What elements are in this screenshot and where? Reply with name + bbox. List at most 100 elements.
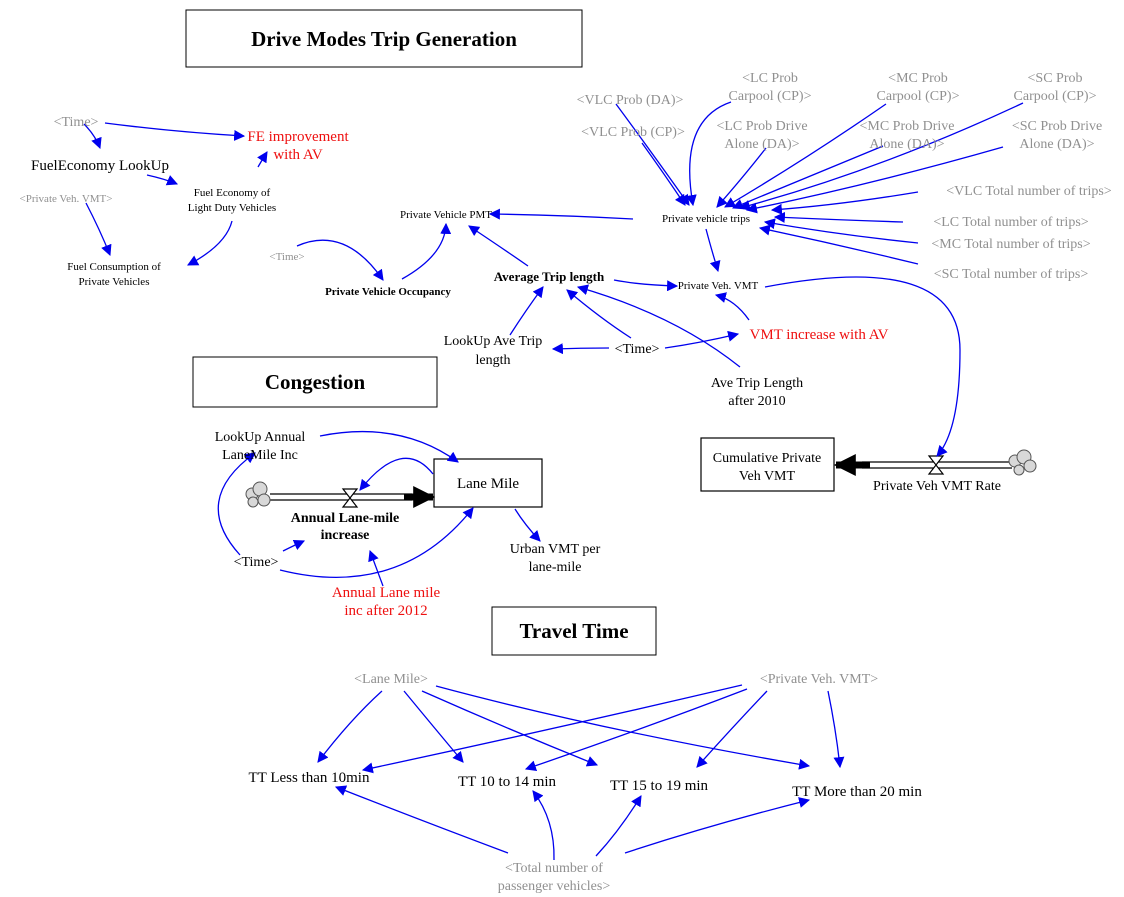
var-private-veh-vmt-rate[interactable]: Private Veh VMT Rate	[873, 479, 1001, 494]
lane-mile-stock[interactable]	[433, 458, 543, 508]
var-vlc-total-trips[interactable]: <VLC Total number of trips>	[946, 184, 1112, 199]
link-arrow	[551, 343, 610, 355]
link-arrow	[83, 123, 102, 150]
section-title-congestion: Congestion	[265, 370, 366, 394]
var-lane-mile-shadow[interactable]: <Lane Mile>	[354, 672, 428, 687]
var-lc-total-trips[interactable]: <LC Total number of trips>	[933, 215, 1088, 230]
cumulative-vmt-label-line1[interactable]: Cumulative Private	[713, 451, 821, 466]
var-sc-prob-cp-line1[interactable]: <SC Prob	[1028, 71, 1083, 86]
link-arrow	[514, 508, 541, 542]
cumulative-private-veh-vmt-stock[interactable]	[700, 437, 835, 492]
link-arrow	[613, 279, 679, 292]
link-arrow	[664, 330, 740, 349]
link-arrow	[296, 239, 384, 281]
lane-mile-label[interactable]: Lane Mile	[457, 476, 519, 492]
link-arrow	[401, 222, 452, 280]
var-annual-lane-mile-2012-line2[interactable]: inc after 2012	[344, 603, 427, 619]
link-arrow	[696, 690, 768, 768]
var-fuel-economy-ldv-line1[interactable]: Fuel Economy of	[194, 187, 271, 199]
link-arrow	[716, 147, 767, 208]
var-time-shadow[interactable]: <Time>	[54, 115, 99, 130]
var-private-vehicle-pmt[interactable]: Private Vehicle PMT	[400, 209, 492, 221]
link-arrow	[257, 151, 268, 168]
var-annual-lane-mile-2012-line1[interactable]: Annual Lane mile	[332, 585, 441, 601]
var-vlc-prob-cp[interactable]: <VLC Prob (CP)>	[581, 125, 685, 140]
var-sc-total-trips[interactable]: <SC Total number of trips>	[934, 267, 1089, 282]
var-tt-15-19[interactable]: TT 15 to 19 min	[610, 778, 709, 794]
var-tt-10-14[interactable]: TT 10 to 14 min	[458, 774, 557, 790]
link-arrow	[770, 191, 919, 215]
var-private-veh-vmt[interactable]: Private Veh. VMT	[678, 280, 759, 292]
var-annual-lane-mile-increase-line1[interactable]: Annual Lane-mile	[291, 511, 400, 526]
var-mc-prob-cp-line2[interactable]: Carpool (CP)>	[877, 89, 960, 104]
var-fe-improvement-line1[interactable]: FE improvement	[247, 129, 349, 145]
var-private-vehicle-trips[interactable]: Private vehicle trips	[662, 213, 750, 225]
link-arrow	[282, 539, 306, 552]
var-average-trip-length[interactable]: Average Trip length	[494, 269, 605, 284]
var-fuel-economy-lookup[interactable]: FuelEconomy LookUp	[31, 158, 169, 174]
var-urban-vmt-line1[interactable]: Urban VMT per	[510, 542, 601, 557]
link-arrow	[368, 549, 384, 587]
private-veh-vmt-valve-icon	[927, 455, 945, 475]
var-ave-trip-length-2010-line1[interactable]: Ave Trip Length	[711, 376, 803, 391]
var-private-vehicle-occupancy[interactable]: Private Vehicle Occupancy	[325, 286, 451, 298]
var-fuel-economy-ldv-line2[interactable]: Light Duty Vehicles	[188, 202, 276, 214]
link-arrow	[641, 142, 686, 206]
var-time-congestion[interactable]: <Time>	[234, 555, 279, 570]
var-private-veh-vmt-shadow-right[interactable]: <Private Veh. VMT>	[760, 672, 878, 687]
var-lc-prob-cp-line1[interactable]: <LC Prob	[742, 71, 798, 86]
var-lookup-ave-trip-line1[interactable]: LookUp Ave Trip	[444, 334, 543, 349]
link-arrow	[763, 218, 919, 244]
link-arrow	[745, 146, 1004, 214]
link-arrow	[104, 122, 246, 141]
var-ave-trip-length-2010-line2[interactable]: after 2010	[728, 394, 785, 409]
private-veh-vmt-flow-pipe	[833, 454, 1012, 476]
var-sc-prob-da-line2[interactable]: Alone (DA)>	[1019, 137, 1094, 152]
link-arrow	[488, 208, 634, 220]
var-lookup-annual-lanemile-line2[interactable]: LaneMile Inc	[222, 448, 298, 463]
link-arrow	[685, 101, 732, 207]
link-arrow	[187, 220, 233, 266]
var-urban-vmt-line2[interactable]: lane-mile	[529, 560, 582, 575]
var-mc-total-trips[interactable]: <MC Total number of trips>	[931, 237, 1090, 252]
var-mc-prob-da-line1[interactable]: <MC Prob Drive	[859, 119, 954, 134]
var-fuel-consumption-line2[interactable]: Private Vehicles	[79, 276, 150, 288]
lane-mile-flow-pipe	[270, 486, 436, 508]
var-fuel-consumption-line1[interactable]: Fuel Consumption of	[67, 261, 161, 273]
var-private-veh-vmt-shadow[interactable]: <Private Veh. VMT>	[20, 193, 113, 205]
var-lc-prob-da-line2[interactable]: Alone (DA)>	[724, 137, 799, 152]
lane-mile-valve-icon	[341, 488, 359, 508]
cloud-source-icon	[1008, 449, 1037, 476]
var-mc-prob-cp-line1[interactable]: <MC Prob	[888, 71, 948, 86]
link-arrow	[615, 103, 690, 206]
cumulative-vmt-label-line2[interactable]: Veh VMT	[739, 469, 796, 484]
var-vlc-prob-da[interactable]: <VLC Prob (DA)>	[577, 93, 684, 108]
var-tt-more-20[interactable]: TT More than 20 min	[792, 784, 922, 800]
var-total-passenger-vehicles-line1[interactable]: <Total number of	[505, 861, 603, 876]
link-arrow	[146, 174, 179, 186]
variable-labels: <Time> FuelEconomy LookUp FE improvement…	[20, 71, 1112, 894]
var-lc-prob-da-line1[interactable]: <LC Prob Drive	[716, 119, 807, 134]
link-arrow	[421, 690, 599, 767]
var-lookup-ave-trip-line2[interactable]: length	[476, 353, 511, 368]
link-arrow	[403, 690, 464, 763]
link-arrow	[566, 289, 632, 339]
var-vmt-increase-av[interactable]: VMT increase with AV	[749, 327, 888, 343]
var-sc-prob-cp-line2[interactable]: Carpool (CP)>	[1014, 89, 1097, 104]
var-mc-prob-da-line2[interactable]: Alone (DA)>	[869, 137, 944, 152]
link-arrow	[334, 785, 509, 854]
var-sc-prob-da-line1[interactable]: <SC Prob Drive	[1012, 119, 1102, 134]
var-lookup-annual-lanemile-line1[interactable]: LookUp Annual	[215, 430, 306, 445]
link-arrow	[468, 225, 529, 267]
link-arrow	[509, 286, 544, 336]
var-annual-lane-mile-increase-line2[interactable]: increase	[321, 528, 370, 543]
link-arrow	[714, 292, 750, 321]
var-tt-less-10[interactable]: TT Less than 10min	[249, 770, 370, 786]
var-total-passenger-vehicles-line2[interactable]: passenger vehicles>	[498, 879, 611, 894]
var-lc-prob-cp-line2[interactable]: Carpool (CP)>	[729, 89, 812, 104]
var-time-mid-shadow[interactable]: <Time>	[615, 342, 660, 357]
var-time-small-shadow[interactable]: <Time>	[269, 251, 304, 263]
var-fe-improvement-line2[interactable]: with AV	[273, 147, 322, 163]
link-arrow	[217, 452, 256, 556]
